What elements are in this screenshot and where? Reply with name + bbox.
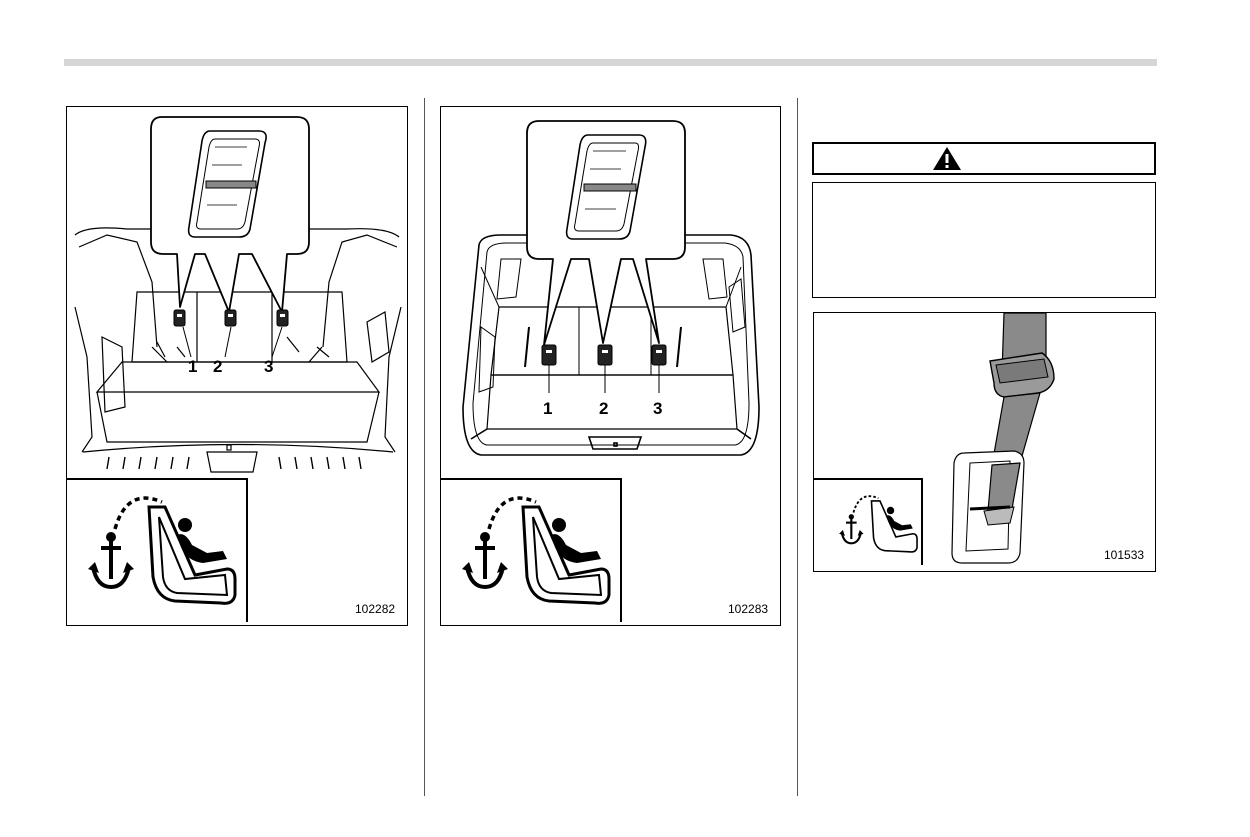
callout-1: 1 (543, 399, 552, 418)
cargo-area-illustration-1: 1 2 3 102282 (67, 116, 402, 622)
child-seat-anchor-symbol (462, 496, 611, 605)
cargo-area-illustration-2: 1 2 3 102283 (441, 120, 768, 622)
column-divider-left (424, 98, 425, 796)
warning-body (812, 182, 1156, 298)
child-seat-anchor-symbol (839, 495, 918, 553)
callout-1: 1 (188, 357, 197, 376)
figure-number: 101533 (1104, 548, 1144, 562)
figure-tether-anchor: 101533 (813, 312, 1156, 572)
tether-anchor-illustration: 101533 (814, 313, 1144, 565)
child-seat-anchor-symbol (88, 496, 237, 605)
callout-2: 2 (599, 399, 608, 418)
warning-triangle-icon (933, 147, 961, 170)
callout-3: 3 (653, 399, 662, 418)
figure-cargo-area-anchors-1: 1 2 3 102282 (66, 106, 408, 626)
figure-number: 102283 (728, 602, 768, 616)
header-rule (64, 59, 1157, 66)
callout-2: 2 (213, 357, 222, 376)
column-divider-right (797, 98, 798, 796)
figure-number: 102282 (355, 602, 395, 616)
figure-cargo-area-anchors-2: 1 2 3 102283 (440, 106, 781, 626)
callout-3: 3 (264, 357, 273, 376)
warning-header (812, 142, 1156, 175)
